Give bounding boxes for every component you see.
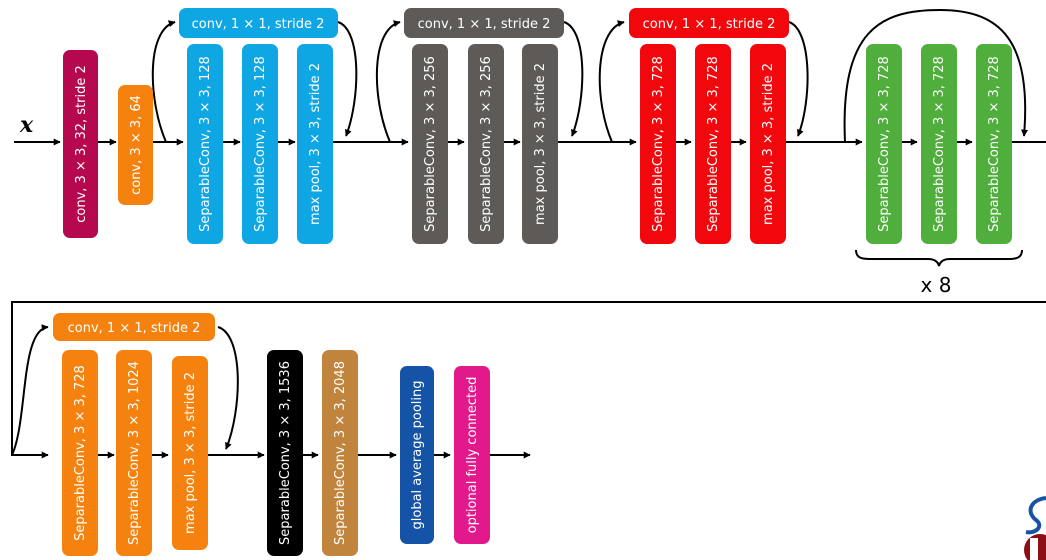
maxpool-label: max pool, 3 × 3, stride 2 — [183, 372, 198, 534]
row2-flow-arrows — [98, 326, 531, 459]
separableconv-block: SeparableConv, 3 × 3, 256 — [412, 44, 448, 244]
skip-conv-block: conv, 1 × 1, stride 2 — [404, 8, 564, 38]
separableconv-label: SeparableConv, 3 × 3, 1024 — [127, 361, 142, 545]
separableconv-label: SeparableConv, 3 × 3, 728 — [877, 56, 892, 232]
separableconv-label: SeparableConv, 3 × 3, 728 — [706, 56, 721, 232]
separableconv-block: SeparableConv, 3 × 3, 1536 — [267, 350, 303, 556]
middle-flow: SeparableConv, 3 × 3, 728 SeparableConv,… — [855, 44, 1023, 297]
separableconv-block: SeparableConv, 3 × 3, 728 — [62, 350, 98, 556]
separableconv-block: SeparableConv, 3 × 3, 728 — [866, 44, 902, 244]
separableconv-block: SeparableConv, 3 × 3, 1024 — [116, 350, 152, 556]
skip-conv-label: conv, 1 × 1, stride 2 — [68, 321, 201, 336]
maxpool-block: max pool, 3 × 3, stride 2 — [750, 44, 786, 244]
separableconv-block: SeparableConv, 3 × 3, 2048 — [322, 350, 358, 556]
skip-conv-label: conv, 1 × 1, stride 2 — [418, 17, 551, 32]
separableconv-block: SeparableConv, 3 × 3, 728 — [976, 44, 1012, 244]
entry-conv-label: conv, 3 × 3, 32, stride 2 — [74, 65, 89, 223]
maxpool-label: max pool, 3 × 3, stride 2 — [533, 63, 548, 225]
separableconv-label: SeparableConv, 3 × 3, 128 — [253, 56, 268, 232]
separableconv-block: SeparableConv, 3 × 3, 728 — [695, 44, 731, 244]
entry-flow: conv, 3 × 3, 32, stride 2 conv, 3 × 3, 6… — [63, 8, 789, 244]
maxpool-block: max pool, 3 × 3, stride 2 — [297, 44, 333, 244]
row-wrap-connector — [11, 301, 1046, 459]
separableconv-block: SeparableConv, 3 × 3, 728 — [640, 44, 676, 244]
fully-connected-label: optional fully connected — [465, 377, 480, 534]
fully-connected-block: optional fully connected — [454, 366, 490, 544]
skip-arrow-in — [563, 21, 584, 137]
row1-skip-connections — [151, 8, 1029, 143]
separableconv-block: SeparableConv, 3 × 3, 128 — [242, 44, 278, 244]
skip-conv-label: conv, 1 × 1, stride 2 — [192, 17, 325, 32]
middle-flow-skip-arrow — [843, 8, 1029, 143]
maxpool-block: max pool, 3 × 3, stride 2 — [522, 44, 558, 244]
separableconv-label: SeparableConv, 3 × 3, 728 — [73, 365, 88, 541]
skip-arrow-in — [217, 326, 239, 450]
input-label: x — [19, 112, 34, 138]
entry-group-1: conv, 1 × 1, stride 2 SeparableConv, 3 ×… — [179, 8, 338, 244]
entry-conv2-label: conv, 3 × 3, 64 — [129, 95, 144, 195]
entry-group-3: conv, 1 × 1, stride 2 SeparableConv, 3 ×… — [629, 8, 789, 244]
entry-conv-block: conv, 3 × 3, 32, stride 2 — [63, 50, 98, 238]
logo — [1024, 496, 1046, 560]
separableconv-label: SeparableConv, 3 × 3, 256 — [423, 56, 438, 232]
separableconv-label: SeparableConv, 3 × 3, 128 — [198, 56, 213, 232]
skip-conv-block: conv, 1 × 1, stride 2 — [179, 8, 338, 38]
maxpool-block: max pool, 3 × 3, stride 2 — [172, 356, 208, 550]
repeat-count-label: x 8 — [921, 273, 952, 297]
entry-conv2-block: conv, 3 × 3, 64 — [118, 85, 153, 205]
skip-arrow-in — [337, 21, 358, 137]
global-average-pooling-label: global average pooling — [410, 380, 425, 529]
maxpool-label: max pool, 3 × 3, stride 2 — [761, 63, 776, 225]
skip-arrow-out — [11, 324, 49, 456]
exit-flow: conv, 1 × 1, stride 2 SeparableConv, 3 ×… — [53, 313, 490, 556]
skip-arrow-out — [375, 20, 401, 143]
entry-group-2: conv, 1 × 1, stride 2 SeparableConv, 3 ×… — [404, 8, 564, 244]
skip-conv-block: conv, 1 × 1, stride 2 — [53, 313, 215, 341]
maxpool-label: max pool, 3 × 3, stride 2 — [308, 63, 323, 225]
skip-arrow-in — [788, 21, 809, 137]
separableconv-label: SeparableConv, 3 × 3, 1536 — [278, 361, 293, 545]
separableconv-label: SeparableConv, 3 × 3, 728 — [987, 56, 1002, 232]
skip-arrow-out — [598, 20, 625, 143]
repeat-brace — [855, 249, 1023, 267]
skip-arrow-out — [151, 20, 176, 143]
separableconv-block: SeparableConv, 3 × 3, 256 — [468, 44, 504, 244]
separableconv-label: SeparableConv, 3 × 3, 256 — [479, 56, 494, 232]
global-average-pooling-block: global average pooling — [400, 366, 434, 544]
separableconv-label: SeparableConv, 3 × 3, 728 — [651, 56, 666, 232]
skip-conv-label: conv, 1 × 1, stride 2 — [643, 17, 776, 32]
skip-conv-block: conv, 1 × 1, stride 2 — [629, 8, 789, 38]
separableconv-block: SeparableConv, 3 × 3, 728 — [921, 44, 957, 244]
separableconv-block: SeparableConv, 3 × 3, 128 — [187, 44, 223, 244]
separableconv-label: SeparableConv, 3 × 3, 2048 — [333, 361, 348, 545]
separableconv-label: SeparableConv, 3 × 3, 728 — [932, 56, 947, 232]
